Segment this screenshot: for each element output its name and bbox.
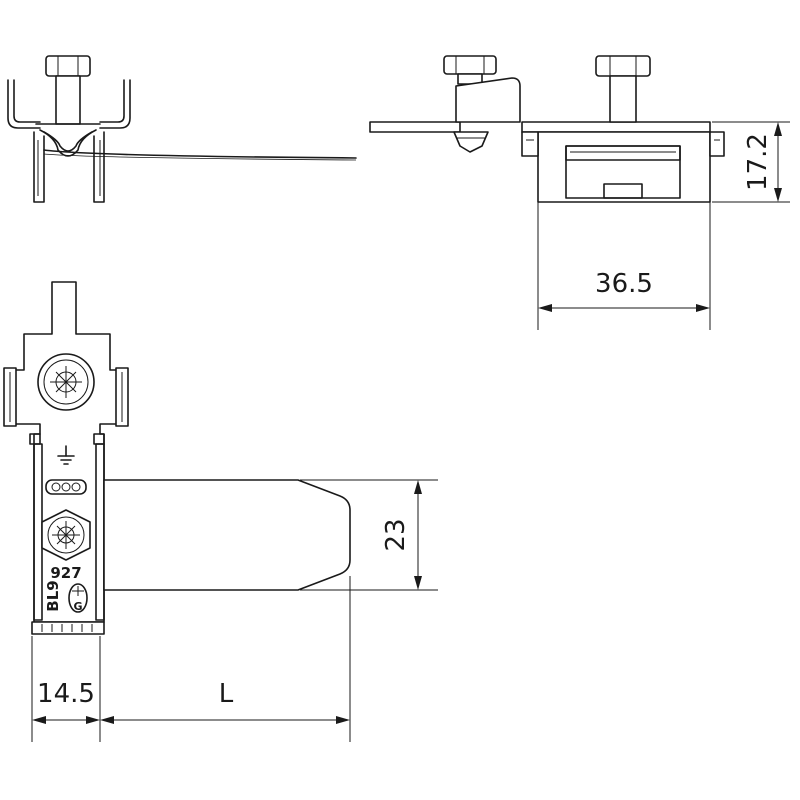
approval-label-left: BL9 xyxy=(44,580,62,611)
dim-height-label: 17.2 xyxy=(743,133,773,191)
approval-label-right: G xyxy=(73,600,82,613)
side-view: 17.2 36.5 xyxy=(369,55,790,330)
dim-width-label: 36.5 xyxy=(595,269,653,299)
front-view xyxy=(7,55,357,203)
earth-symbol-icon xyxy=(57,445,75,465)
part-number-label: 927 xyxy=(50,564,81,582)
hex-screw-icon xyxy=(41,509,91,561)
chain-link-icon xyxy=(45,479,87,495)
top-view: 927 BL9 G 23 14 xyxy=(3,281,438,742)
dim-clamp-width-label: 14.5 xyxy=(37,679,95,709)
dim-length-label: L xyxy=(219,679,234,709)
steel-strip xyxy=(103,479,351,591)
dim-strip-width-label: 23 xyxy=(381,518,411,551)
clamp-teeth xyxy=(31,621,105,635)
approval-mark-right: G xyxy=(68,583,88,613)
